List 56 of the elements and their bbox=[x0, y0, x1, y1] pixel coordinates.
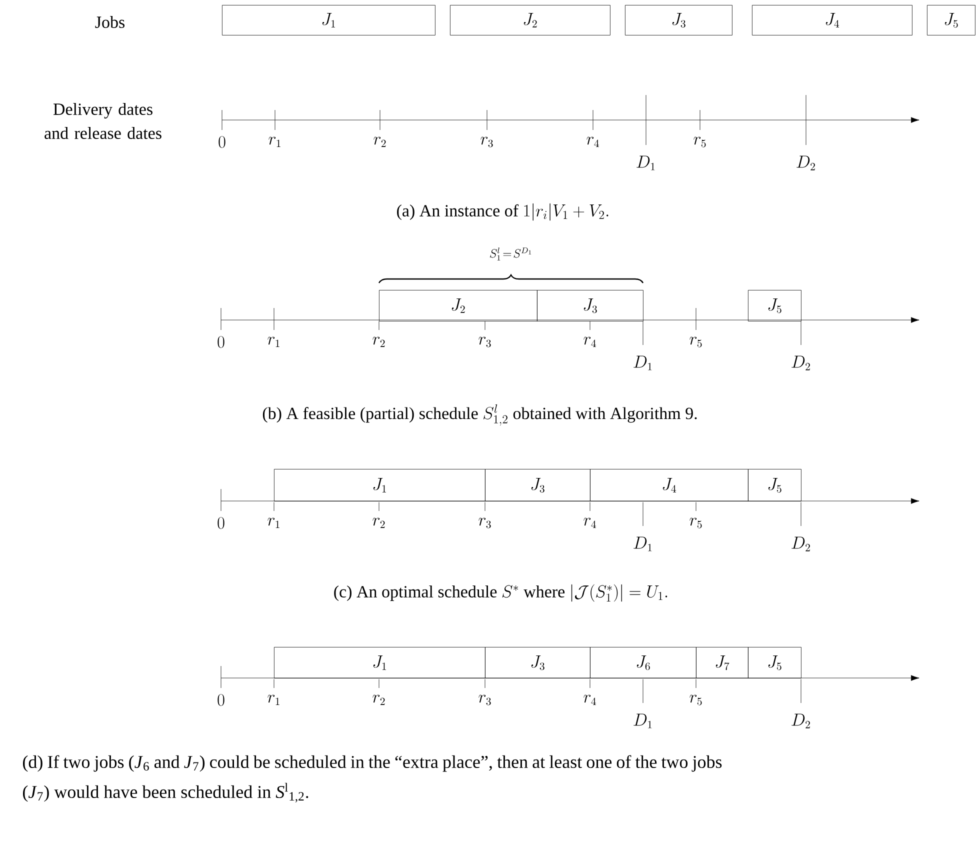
tick-label: $0$ bbox=[218, 336, 224, 348]
tick-label: $r_3$ bbox=[480, 136, 493, 148]
job-box: $J_3$ bbox=[485, 647, 590, 678]
job-box: $J_4$ bbox=[752, 5, 912, 36]
job-box: $J_2$ bbox=[450, 5, 610, 36]
tick-label: $D_2$ bbox=[792, 356, 810, 370]
brace-label: $S_1^l\!=\!S^{D_1}$ bbox=[490, 248, 532, 260]
tick-label: $r_5$ bbox=[690, 694, 702, 706]
tick-label: $r_2$ bbox=[372, 694, 385, 706]
job-box: $J_4$ bbox=[590, 469, 748, 502]
tick-label: $0$ bbox=[218, 136, 226, 148]
job-box: $J_2$ bbox=[379, 290, 538, 322]
tick-label: $r_4$ bbox=[586, 136, 599, 148]
job-box: $J_1$ bbox=[222, 5, 436, 36]
job-box: $J_6$ bbox=[590, 647, 696, 678]
tick-label: $r_1$ bbox=[268, 518, 280, 528]
caption: $\text{(c) An optimal schedule }S^*\text{ where }|\mathcal{J}(S^*_1)|=U_1.$ bbox=[334, 584, 668, 602]
job-box: $J_3$ bbox=[625, 5, 732, 36]
tick-label: $D_1$ bbox=[634, 536, 652, 552]
tick-label: $D_2$ bbox=[796, 156, 815, 170]
caption: $\text{(b) A feasible (partial) schedule }S^l_{1,2}\text{ obtained with Algorithm 9.}$ bbox=[262, 404, 697, 426]
tick-label: $D_1$ bbox=[634, 714, 652, 728]
tick-label: $r_3$ bbox=[478, 518, 491, 528]
tick-label: $r_5$ bbox=[690, 336, 702, 348]
tick-label: $r_3$ bbox=[478, 694, 491, 706]
tick-label: $D_1$ bbox=[636, 156, 655, 170]
job-box: $J_5$ bbox=[748, 469, 802, 502]
caption: $\text{(a) An instance of }1|r_i|V_1+V_2.$ bbox=[397, 203, 608, 221]
tick-label: $r_4$ bbox=[584, 518, 596, 528]
caption: (d) If two jobs (J$_{6}$ and J$_{7}$) could be scheduled in the “extra place”, then at least one of the two jobs (J$_{7}$) would have been scheduled in S$^{l}$$_{1,2}$. bbox=[23, 755, 722, 802]
job-box: $J_5$ bbox=[927, 5, 976, 36]
tick-label: $0$ bbox=[218, 517, 224, 529]
row-label: Jobs bbox=[95, 16, 124, 28]
tick-label: $r_5$ bbox=[694, 136, 706, 148]
row-label: Delivery dates and release dates bbox=[44, 103, 162, 139]
tick-label: $r_1$ bbox=[268, 336, 280, 348]
tick-label: $r_2$ bbox=[372, 518, 385, 528]
job-box: $J_5$ bbox=[748, 290, 802, 322]
tick-label: $r_4$ bbox=[584, 694, 596, 706]
tick-label: $D_1$ bbox=[634, 356, 652, 370]
job-box: $J_1$ bbox=[274, 469, 486, 502]
job-box: $J_5$ bbox=[748, 647, 802, 678]
tick-label: $r_2$ bbox=[374, 136, 386, 148]
job-box: $J_1$ bbox=[274, 647, 486, 678]
tick-label: $D_2$ bbox=[792, 536, 810, 552]
job-box: $J_7$ bbox=[696, 647, 748, 678]
tick-label: $0$ bbox=[218, 694, 224, 706]
tick-label: $r_5$ bbox=[690, 518, 702, 528]
tick-label: $r_4$ bbox=[584, 336, 596, 348]
tick-label: $r_3$ bbox=[478, 336, 491, 348]
job-box: $J_3$ bbox=[485, 469, 590, 502]
tick-label: $r_1$ bbox=[268, 136, 280, 148]
tick-label: $D_2$ bbox=[792, 714, 810, 728]
job-box: $J_3$ bbox=[537, 290, 644, 322]
tick-label: $r_2$ bbox=[372, 336, 385, 348]
tick-label: $r_1$ bbox=[268, 694, 280, 706]
